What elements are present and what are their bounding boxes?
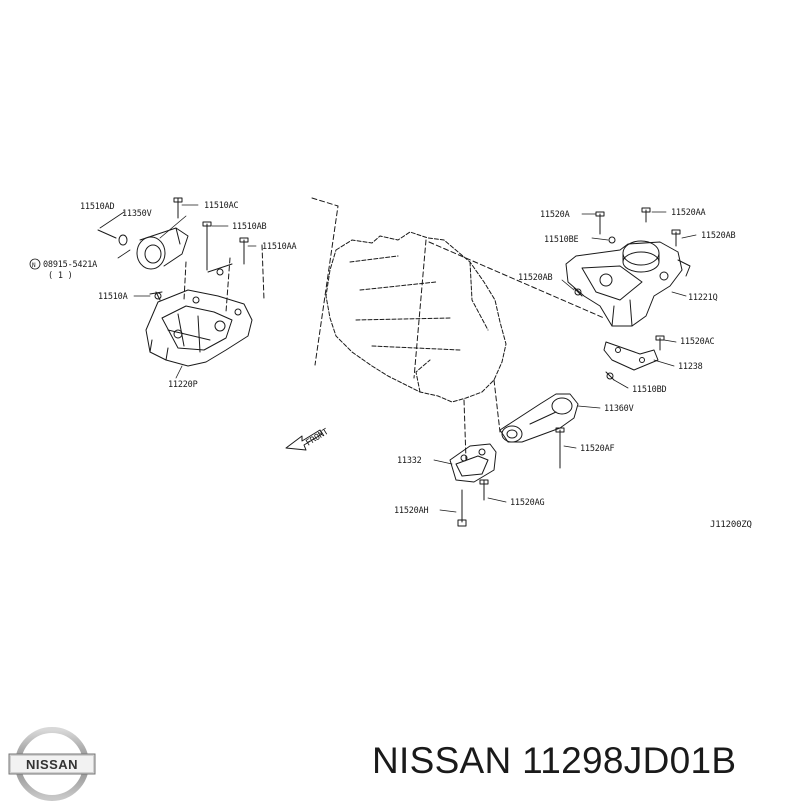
label-08915-5421a: 08915-5421A [43,260,97,270]
label-11520ac: 11520AC [680,337,715,347]
plate-11238 [603,341,659,371]
mount-bracket-11220p [145,289,253,367]
label-11520a: 11520A [540,210,570,220]
leader-lines [99,204,697,513]
torque-rod-11360v [499,393,579,469]
label-11520ah: 11520AH [394,506,429,516]
label-08915-prefix: N [32,262,36,269]
part-labels: 11510AD 11350V 11510AC 11510AB 11510AA N… [29,201,752,530]
reference-code: J11200ZQ [710,520,752,530]
label-11510ab: 11510AB [232,222,267,232]
right-bolts [573,207,681,381]
label-11510bd: 11510BD [632,385,667,395]
label-front: FRONT [304,427,330,449]
label-11520ab-left: 11520AB [518,273,553,283]
bracket-11332 [449,443,497,527]
nissan-logo: NISSAN [8,727,96,801]
mount-11350v [97,227,189,270]
front-arrow [285,429,323,451]
label-11221q: 11221Q [688,293,718,303]
label-11520ag: 11520AG [510,498,545,508]
left-bolts [149,197,249,301]
label-11510ac: 11510AC [204,201,239,211]
label-11510ad: 11510AD [80,202,115,212]
label-11520af: 11520AF [580,444,615,454]
part-number-title: NISSAN 11298JD01B [372,740,737,781]
mount-11221q [565,240,691,327]
label-11510a: 11510A [98,292,128,302]
engine-block-outline [325,231,507,403]
label-11360v: 11360V [604,404,634,414]
label-08915-qty: ( 1 ) [48,271,73,281]
label-11332: 11332 [397,456,422,466]
dashed-leader-lines [183,197,605,461]
logo-text: NISSAN [26,757,78,772]
label-11220p: 11220P [168,380,198,390]
label-11350v: 11350V [122,209,152,219]
label-11520aa: 11520AA [671,208,706,218]
label-11238: 11238 [678,362,703,372]
label-11520ab-right: 11520AB [701,231,736,241]
label-11510aa: 11510AA [262,242,297,252]
label-11510be: 11510BE [544,235,579,245]
nut-symbol-icon [29,258,41,270]
